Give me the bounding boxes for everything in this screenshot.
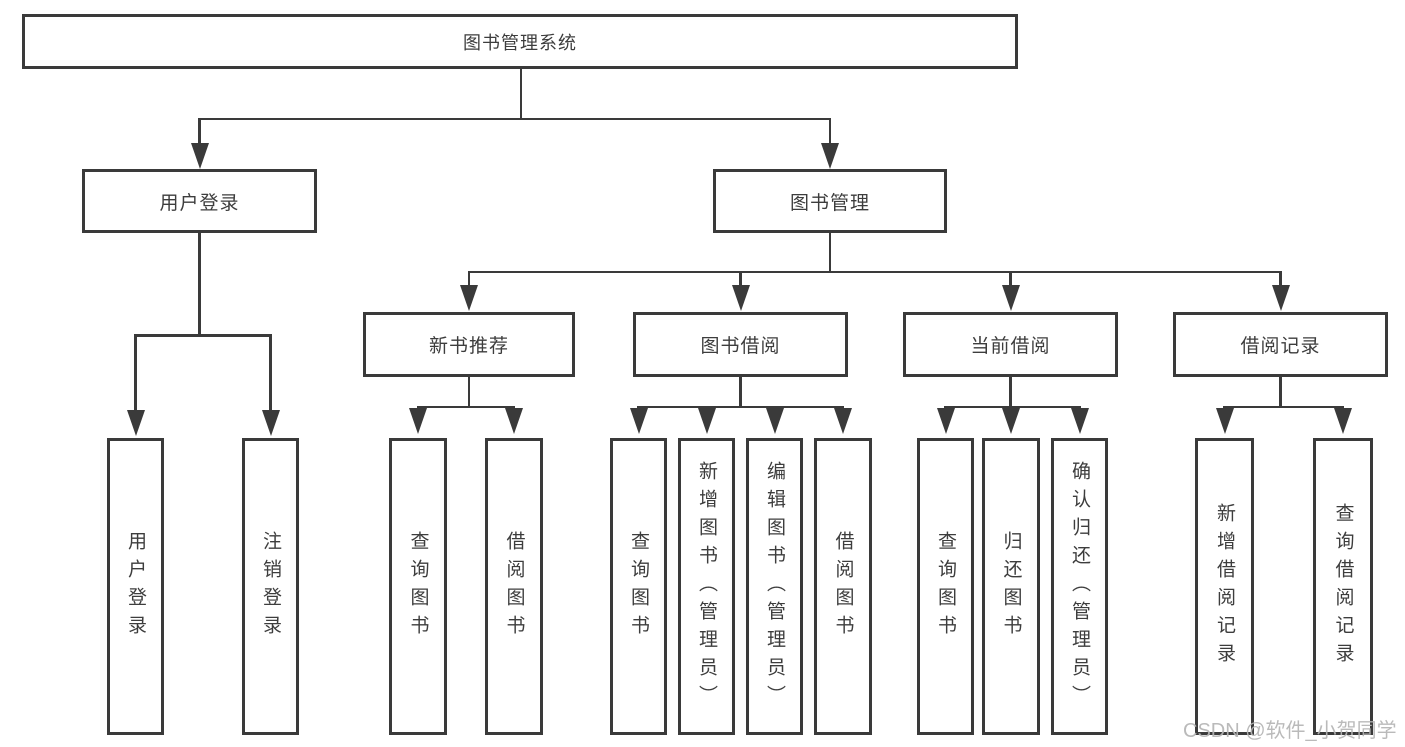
connector-vline xyxy=(1009,377,1012,408)
node-label: 借阅图书 xyxy=(832,530,854,643)
node-library-management-system: 图书管理系统 xyxy=(22,14,1018,69)
connector-hline xyxy=(134,334,272,337)
connector-hline xyxy=(637,405,845,408)
node-label: 查询图书 xyxy=(935,530,956,643)
node-label: 图书管理系统 xyxy=(463,32,577,53)
arrow-down-icon xyxy=(505,408,523,434)
arrow-down-icon xyxy=(1002,408,1020,434)
node-label: 借阅图书 xyxy=(503,530,525,643)
node-label: 归还图书 xyxy=(1000,530,1022,643)
node-edit-book-admin: 编辑图书（管理员） xyxy=(746,438,803,735)
connector-vline xyxy=(1009,271,1012,286)
arrow-down-icon xyxy=(1215,408,1234,434)
connector-hline xyxy=(1223,405,1345,408)
node-label: 查询借阅记录 xyxy=(1332,502,1354,671)
connector-vline xyxy=(198,118,201,145)
arrow-down-icon xyxy=(190,143,209,169)
node-label: 新增借阅记录 xyxy=(1214,502,1235,671)
node-label: 图书管理 xyxy=(789,192,870,214)
node-label: 用户登录 xyxy=(159,192,240,214)
node-borrowing-records: 借阅记录 xyxy=(1173,312,1388,377)
node-label: 新书推荐 xyxy=(428,336,509,357)
node-add-borrow-record: 新增借阅记录 xyxy=(1195,438,1254,735)
node-current-borrowing: 当前借阅 xyxy=(903,312,1118,377)
connector-vline xyxy=(467,377,471,408)
node-label: 借阅记录 xyxy=(1240,336,1321,357)
node-query-books-borrow: 查询图书 xyxy=(610,438,667,735)
node-borrow-books-leaf: 借阅图书 xyxy=(814,438,872,735)
node-label: 查询图书 xyxy=(628,530,649,643)
arrow-down-icon xyxy=(1001,285,1020,311)
node-query-borrow-record: 查询借阅记录 xyxy=(1313,438,1373,735)
node-user-login: 用户登录 xyxy=(82,169,317,233)
arrow-down-icon xyxy=(1334,408,1352,434)
node-label: 新增图书（管理员） xyxy=(696,460,717,713)
node-confirm-return-admin: 确认归还（管理员） xyxy=(1051,438,1108,735)
arrow-down-icon xyxy=(765,408,784,434)
connector-vline xyxy=(467,271,471,286)
arrow-down-icon xyxy=(126,410,145,436)
connector-hline xyxy=(198,117,830,120)
arrow-down-icon xyxy=(460,285,478,311)
node-label: 用户登录 xyxy=(125,530,146,643)
node-return-book: 归还图书 xyxy=(982,438,1040,735)
arrow-down-icon xyxy=(697,408,716,434)
connector-vline xyxy=(519,69,523,119)
node-book-management: 图书管理 xyxy=(713,169,947,233)
connector-hline xyxy=(467,270,1281,273)
node-label: 确认归还（管理员） xyxy=(1069,460,1090,713)
node-query-books-current: 查询图书 xyxy=(917,438,974,735)
connector-vline xyxy=(739,271,742,286)
arrow-down-icon xyxy=(629,408,648,434)
connector-hline xyxy=(944,405,1081,408)
node-new-book-recommend: 新书推荐 xyxy=(363,312,575,377)
connector-vline xyxy=(1279,271,1282,286)
connector-vline xyxy=(739,377,742,408)
connector-vline xyxy=(828,118,832,145)
node-book-borrowing: 图书借阅 xyxy=(633,312,848,377)
arrow-down-icon xyxy=(821,143,839,169)
node-add-book-admin: 新增图书（管理员） xyxy=(678,438,735,735)
connector-vline xyxy=(1279,377,1282,408)
arrow-down-icon xyxy=(1070,408,1089,434)
node-logout: 注销登录 xyxy=(242,438,299,735)
node-label: 注销登录 xyxy=(260,530,281,643)
arrow-down-icon xyxy=(261,410,280,436)
arrow-down-icon xyxy=(731,285,750,311)
node-label: 查询图书 xyxy=(407,530,429,643)
node-query-books-recommend: 查询图书 xyxy=(389,438,447,735)
node-label: 图书借阅 xyxy=(700,336,781,357)
connector-vline xyxy=(198,233,201,336)
connector-hline xyxy=(416,405,516,408)
arrow-down-icon xyxy=(1271,285,1290,311)
arrow-down-icon xyxy=(834,408,852,434)
connector-vline xyxy=(269,335,272,412)
arrow-down-icon xyxy=(936,408,955,434)
node-borrow-books-recommend: 借阅图书 xyxy=(485,438,543,735)
arrow-down-icon xyxy=(409,408,427,434)
node-label: 编辑图书（管理员） xyxy=(764,460,785,713)
node-user-login-leaf: 用户登录 xyxy=(107,438,164,735)
csdn-watermark: CSDN @软件_小贺同学 xyxy=(1183,720,1397,742)
connector-vline xyxy=(134,335,137,412)
node-label: 当前借阅 xyxy=(970,336,1051,357)
connector-vline xyxy=(828,233,832,272)
